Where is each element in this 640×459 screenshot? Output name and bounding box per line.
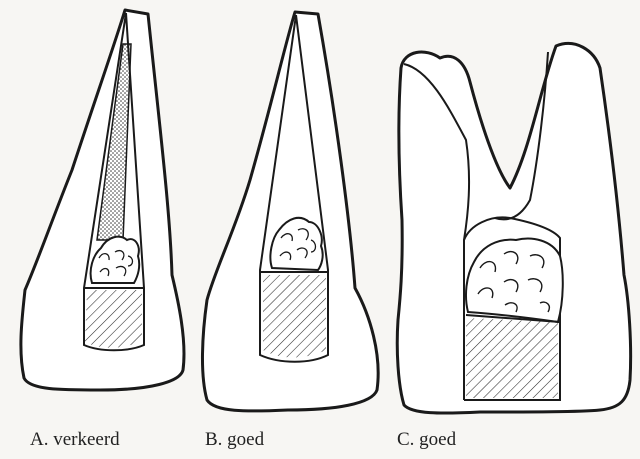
caption-c: C. goed (397, 430, 456, 449)
tooth-c (397, 43, 630, 413)
teeth-diagram (0, 0, 640, 425)
tooth-b (202, 12, 378, 411)
tooth-a-filling (85, 290, 142, 348)
tooth-c-filling (466, 318, 558, 398)
caption-a: A. verkeerd (30, 430, 120, 449)
caption-b: B. goed (205, 430, 264, 449)
tooth-b-filling (263, 275, 326, 358)
tooth-a (21, 10, 184, 390)
